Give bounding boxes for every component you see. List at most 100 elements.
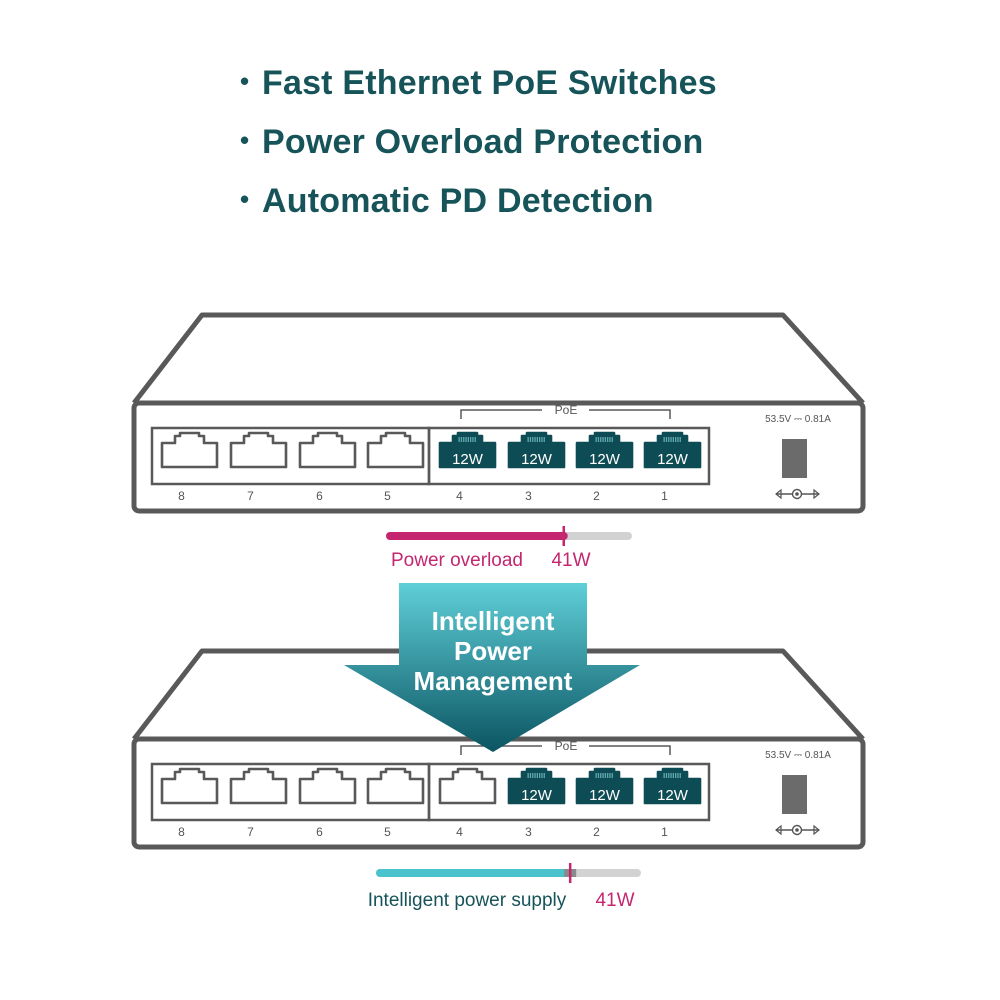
poe-port-icon	[438, 431, 497, 469]
port-pin	[611, 773, 613, 778]
polarity-minus	[775, 824, 782, 836]
port-pin	[607, 773, 609, 778]
port-pin	[595, 437, 597, 442]
port-pin	[672, 437, 674, 442]
poe-port-icon	[507, 431, 566, 469]
port-pin	[609, 773, 611, 778]
feature-text: Fast Ethernet PoE Switches	[262, 64, 717, 102]
feature-item-1: •Fast Ethernet PoE Switches	[240, 64, 717, 103]
port-power-label: 12W	[657, 787, 689, 804]
port-pin	[463, 437, 465, 442]
port-pin	[602, 437, 604, 442]
port-number: 2	[593, 825, 600, 839]
port-pin	[527, 773, 529, 778]
power-bar-value: 41W	[551, 550, 590, 571]
port-pin	[534, 773, 536, 778]
port-pin	[536, 437, 538, 442]
port-pin	[672, 773, 674, 778]
port-pin	[474, 437, 476, 442]
ethernet-port-icon	[229, 431, 288, 469]
port-pin	[529, 773, 532, 778]
power-spec-label: 53.5V ⎓ 0.81A	[765, 414, 831, 425]
port-pin	[665, 437, 668, 442]
polarity-icon	[775, 488, 820, 500]
dc-power-jack	[782, 775, 807, 814]
port-pin	[600, 773, 602, 778]
port-group-1-4	[427, 426, 711, 486]
port-power-label: 12W	[589, 451, 621, 468]
port-pin	[460, 437, 463, 442]
port-power-label: 12W	[589, 787, 621, 804]
port-pin	[543, 773, 545, 778]
port-number: 1	[661, 489, 668, 503]
polarity-dot	[795, 492, 799, 496]
port-pin	[458, 437, 460, 442]
poe-port-icon	[643, 767, 702, 805]
dc-power-jack	[782, 439, 807, 478]
port-pin	[609, 437, 611, 442]
port-pin	[534, 437, 536, 442]
port-pin	[675, 437, 677, 442]
polarity-minus	[775, 488, 782, 500]
port-number: 7	[247, 489, 254, 503]
ethernet-port-icon	[160, 431, 219, 469]
port-pin	[532, 773, 534, 778]
power-bar-label: Intelligent power supply	[368, 890, 567, 911]
port-number: 5	[384, 825, 391, 839]
port-pin	[467, 437, 469, 442]
port-6: 6	[298, 431, 357, 503]
poe-bracket	[460, 745, 671, 755]
feature-item-2: •Power Overload Protection	[240, 123, 703, 162]
port-number: 3	[525, 489, 532, 503]
port-pin	[541, 773, 543, 778]
port-pin	[604, 437, 606, 442]
switch-chassis-top	[132, 312, 865, 405]
port-pin	[595, 773, 597, 778]
port-pin	[529, 437, 532, 442]
poe-port-icon	[507, 767, 566, 805]
port-3: 12W 3	[507, 431, 566, 503]
port-pin	[536, 773, 538, 778]
polarity-plus	[813, 488, 820, 500]
port-pin	[539, 773, 541, 778]
feature-item-3: •Automatic PD Detection	[240, 182, 654, 221]
poe-label: PoE	[555, 739, 578, 753]
port-pin	[543, 437, 545, 442]
port-5: 5	[366, 431, 425, 503]
port-power-label: 12W	[657, 451, 689, 468]
port-power-label: 12W	[521, 451, 553, 468]
port-pin	[532, 437, 534, 442]
port-8: 8	[160, 431, 219, 503]
port-pin	[541, 437, 543, 442]
port-1: 12W 1	[643, 431, 702, 503]
port-pin	[670, 437, 672, 442]
port-number: 8	[178, 489, 185, 503]
bullet-icon: •	[240, 184, 250, 214]
arrow-label-line: Intelligent	[432, 606, 555, 636]
port-number: 6	[316, 825, 323, 839]
port-number: 4	[456, 489, 463, 503]
poe-bracket	[460, 409, 671, 419]
polarity-icon	[775, 824, 820, 836]
down-arrow-icon	[344, 583, 640, 752]
port-pin	[668, 437, 670, 442]
port-pin	[677, 773, 679, 778]
port-pin	[663, 773, 665, 778]
port-pin	[597, 773, 600, 778]
ethernet-port-icon	[229, 767, 288, 805]
polarity-plus	[813, 824, 820, 836]
ethernet-port-icon	[298, 431, 357, 469]
port-pin	[675, 773, 677, 778]
port-6: 6	[298, 767, 357, 839]
port-number: 8	[178, 825, 185, 839]
poe-port-icon	[575, 431, 634, 469]
port-pin	[472, 437, 474, 442]
